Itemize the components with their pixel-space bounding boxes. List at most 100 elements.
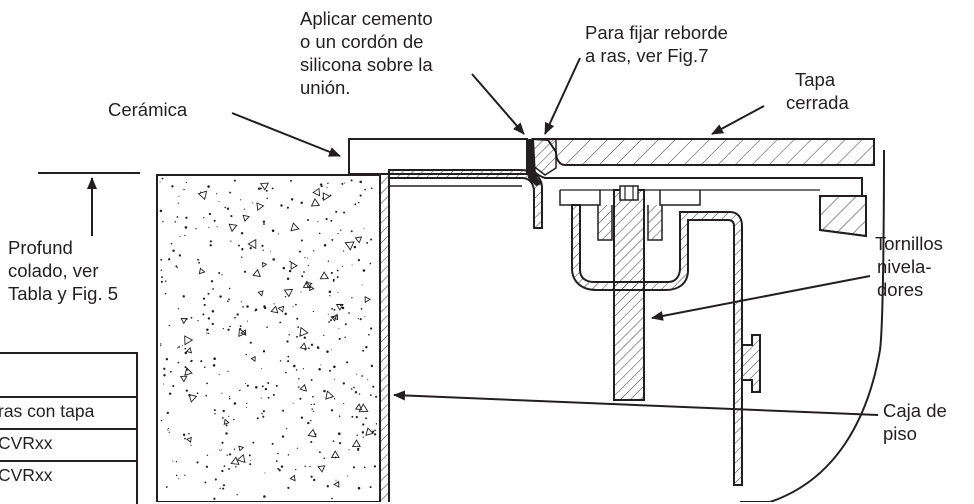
concrete-speckle [262,220,266,223]
concrete-speckle [335,210,338,213]
concrete-speckle [184,474,186,476]
leveling-bracket [571,204,761,486]
concrete-speckle [301,275,304,278]
concrete-speckle [225,432,228,435]
concrete-speckle [168,324,171,327]
concrete-speckle [167,429,169,431]
concrete-speckle [183,188,185,191]
concrete-speckle [250,459,252,461]
concrete-speckle [308,347,310,350]
concrete-speckle [326,485,329,488]
ceramica-label: Cerámica [108,99,188,120]
concrete-speckle [347,475,349,477]
concrete-speckle [338,328,340,330]
concrete-speckle [267,382,270,384]
concrete-speckle [342,382,345,385]
concrete-speckle [233,418,235,421]
concrete-speckle [287,454,290,456]
concrete-speckle [332,440,335,442]
concrete-speckle [356,373,358,375]
concrete-speckle [353,386,355,389]
concrete-speckle [228,415,230,417]
concrete-speckle [182,295,185,298]
concrete-speckle [240,199,242,201]
concrete-speckle [370,238,373,241]
concrete-speckle [307,421,310,425]
concrete-speckle [332,278,335,281]
concrete-speckle [341,306,345,310]
concrete-speckle [310,343,314,346]
concrete-speckle [375,423,378,425]
concrete-aggregate [302,280,312,288]
concrete-speckle [290,179,292,182]
concrete-speckle [310,378,313,381]
concrete-speckle [234,316,236,319]
concrete-speckle [352,466,355,469]
concrete-speckle [298,378,300,380]
concrete-speckle [207,332,210,335]
concrete-speckle [252,202,254,204]
concrete-speckle [282,266,286,270]
concrete-aggregate [223,418,230,425]
table-row: CVRxx [0,460,138,504]
concrete-speckle [167,258,171,261]
concrete-speckle [260,397,262,399]
concrete-speckle [295,468,297,471]
concrete-speckle [333,365,336,369]
concrete-speckle [207,292,210,295]
concrete-speckle [353,245,357,249]
concrete-aggregate [290,261,298,270]
concrete-speckle [159,181,161,183]
concrete-speckle [218,200,220,203]
concrete-speckle [280,465,284,468]
concrete-speckle [222,484,226,487]
concrete-speckle [249,341,252,344]
concrete-speckle [342,266,344,268]
concrete-speckle [310,475,313,478]
concrete-speckle [346,361,349,364]
concrete-speckle [362,436,364,438]
concrete-speckle [184,234,186,237]
concrete-speckle [245,406,247,409]
concrete-speckle [161,177,164,180]
concrete-speckle [292,402,294,404]
concrete-aggregate [333,480,340,488]
concrete-speckle [226,454,228,456]
concrete-speckle [182,433,186,437]
concrete-speckle [262,249,264,251]
concrete-speckle [290,198,294,201]
concrete-speckle [228,287,231,290]
concrete-speckle [271,229,275,232]
concrete-speckle [222,417,224,419]
concrete-speckle [245,353,248,356]
concrete-speckle [168,431,170,433]
concrete-speckle [334,378,336,380]
concrete-speckle [369,486,372,489]
concrete-speckle [318,367,321,371]
concrete-speckle [172,384,175,388]
concrete-speckle [228,397,231,400]
concrete-speckle [286,428,288,430]
concrete-speckle [227,370,229,373]
concrete-speckle [336,269,339,272]
concrete-speckle [198,261,201,264]
concrete-speckle [178,254,182,257]
concrete-speckle [263,495,266,498]
concrete-speckle [181,345,183,347]
concrete-aggregate [317,465,326,473]
concrete-speckle [209,244,212,247]
concrete-speckle [370,327,373,330]
concrete-speckle [370,187,373,190]
concrete-speckle [164,280,167,282]
concrete-speckle [240,231,244,235]
concrete-speckle [184,437,186,440]
concrete-speckle [252,441,255,444]
concrete-speckle [373,465,377,468]
concrete-speckle [254,308,258,311]
concrete-speckle [264,472,266,474]
concrete-aggregate [180,318,188,325]
concrete-speckle [167,427,169,429]
concrete-speckle [184,351,188,355]
concrete-speckle [266,326,268,328]
concrete-speckle [357,318,359,320]
